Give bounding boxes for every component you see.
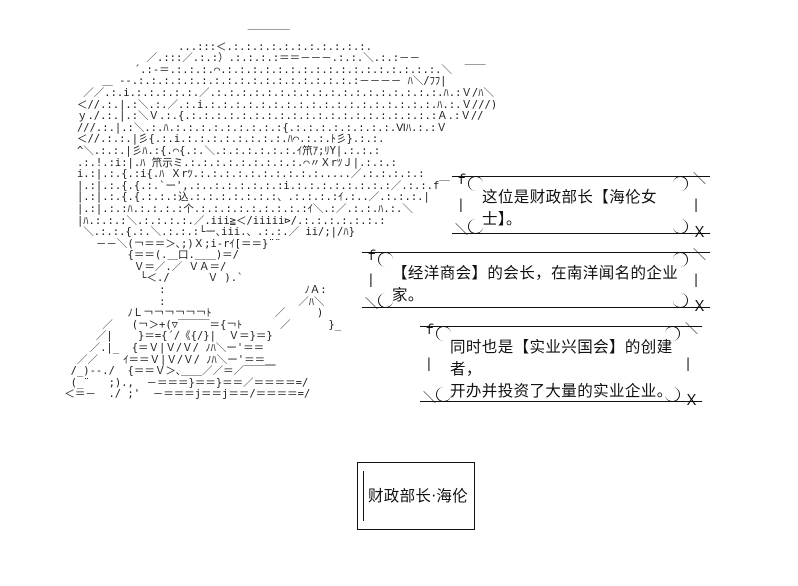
bubble-deco-bottom-left-icon: ＼ bbox=[365, 297, 379, 312]
bubble-corner-arc-top-left bbox=[436, 326, 451, 341]
speech-bubble-1-frame: ｆ | ＼ ＼ | Ｘ 这位是财政部长【海伦女士】。 bbox=[452, 172, 710, 240]
speech-bubble-3-frame: ｆ | ＼ ＼ | Ｘ 同时也是【实业兴国会】的创建者， 开办并投资了大量的实业… bbox=[420, 322, 702, 408]
bubble-corner-arc-top-right bbox=[665, 326, 680, 341]
name-box-left-rule bbox=[363, 471, 364, 521]
speech-bubble-2-frame: ｆ | ＼ ＼ | Ｘ 【经洋商会】的会长，在南洋闻名的企业家。 bbox=[362, 248, 710, 314]
bubble-deco-bottom-left-icon: ＼ bbox=[423, 391, 437, 406]
bubble-corner-arc-top-right bbox=[673, 176, 688, 191]
speech-bubble-3-text: 同时也是【实业兴国会】的创建者， 开办并投资了大量的实业企业。 bbox=[450, 338, 673, 400]
bubble-corner-arc-bottom-right bbox=[673, 219, 688, 234]
bubble-deco-mid-right-icon: | bbox=[692, 197, 700, 213]
bubble-corner-arc-bottom-left bbox=[436, 387, 451, 402]
bubble-deco-bottom-right-icon: Ｘ bbox=[691, 297, 707, 315]
bubble-deco-top-right-icon: ＼ bbox=[692, 172, 706, 187]
speech-bubble-2-text: 【经洋商会】的会长，在南洋闻名的企业家。 bbox=[392, 264, 679, 304]
bubble-deco-top-right-icon: ＼ bbox=[692, 248, 706, 263]
bubble-deco-mid-left-icon: | bbox=[425, 356, 433, 372]
speech-bubble-1: ｆ | ＼ ＼ | Ｘ 这位是财政部长【海伦女士】。 bbox=[452, 172, 710, 240]
bubble-deco-mid-left-icon: | bbox=[367, 272, 375, 288]
bubble-deco-bottom-right-icon: Ｘ bbox=[691, 223, 707, 241]
bubble-deco-top-left-icon: ｆ bbox=[423, 323, 437, 338]
speech-bubble-1-text: 这位是财政部长【海伦女士】。 bbox=[482, 188, 657, 228]
bubble-corner-arc-top-left bbox=[468, 176, 483, 191]
bubble-deco-bottom-right-icon: Ｘ bbox=[683, 391, 699, 409]
character-name-label: 财政部长·海伦 bbox=[368, 487, 469, 505]
bubble-deco-mid-right-icon: | bbox=[684, 356, 692, 372]
bubble-deco-mid-right-icon: | bbox=[692, 272, 700, 288]
bubble-deco-top-left-icon: ｆ bbox=[365, 249, 379, 264]
bubble-deco-top-left-icon: ｆ bbox=[455, 173, 469, 188]
bubble-deco-mid-left-icon: | bbox=[457, 197, 465, 213]
speech-bubble-3: ｆ | ＼ ＼ | Ｘ 同时也是【实业兴国会】的创建者， 开办并投资了大量的实业… bbox=[420, 322, 702, 408]
bubble-deco-bottom-left-icon: ＼ bbox=[455, 223, 469, 238]
bubble-corner-arc-bottom-left bbox=[378, 293, 393, 308]
bubble-corner-arc-top-left bbox=[378, 252, 393, 267]
bubble-corner-arc-bottom-right bbox=[673, 293, 688, 308]
bubble-deco-top-right-icon: ＼ bbox=[684, 322, 698, 337]
character-name-box: 财政部长·海伦 bbox=[357, 462, 475, 530]
speech-bubble-2: ｆ | ＼ ＼ | Ｘ 【经洋商会】的会长，在南洋闻名的企业家。 bbox=[362, 248, 710, 314]
bubble-corner-arc-bottom-left bbox=[468, 219, 483, 234]
character-ascii-art: ￣￣￣￣ ...:::＜.:.:.:.:.:.:.:.:.:.:.:. ／.::… bbox=[64, 29, 498, 401]
bubble-corner-arc-bottom-right bbox=[665, 387, 680, 402]
bubble-corner-arc-top-right bbox=[673, 252, 688, 267]
